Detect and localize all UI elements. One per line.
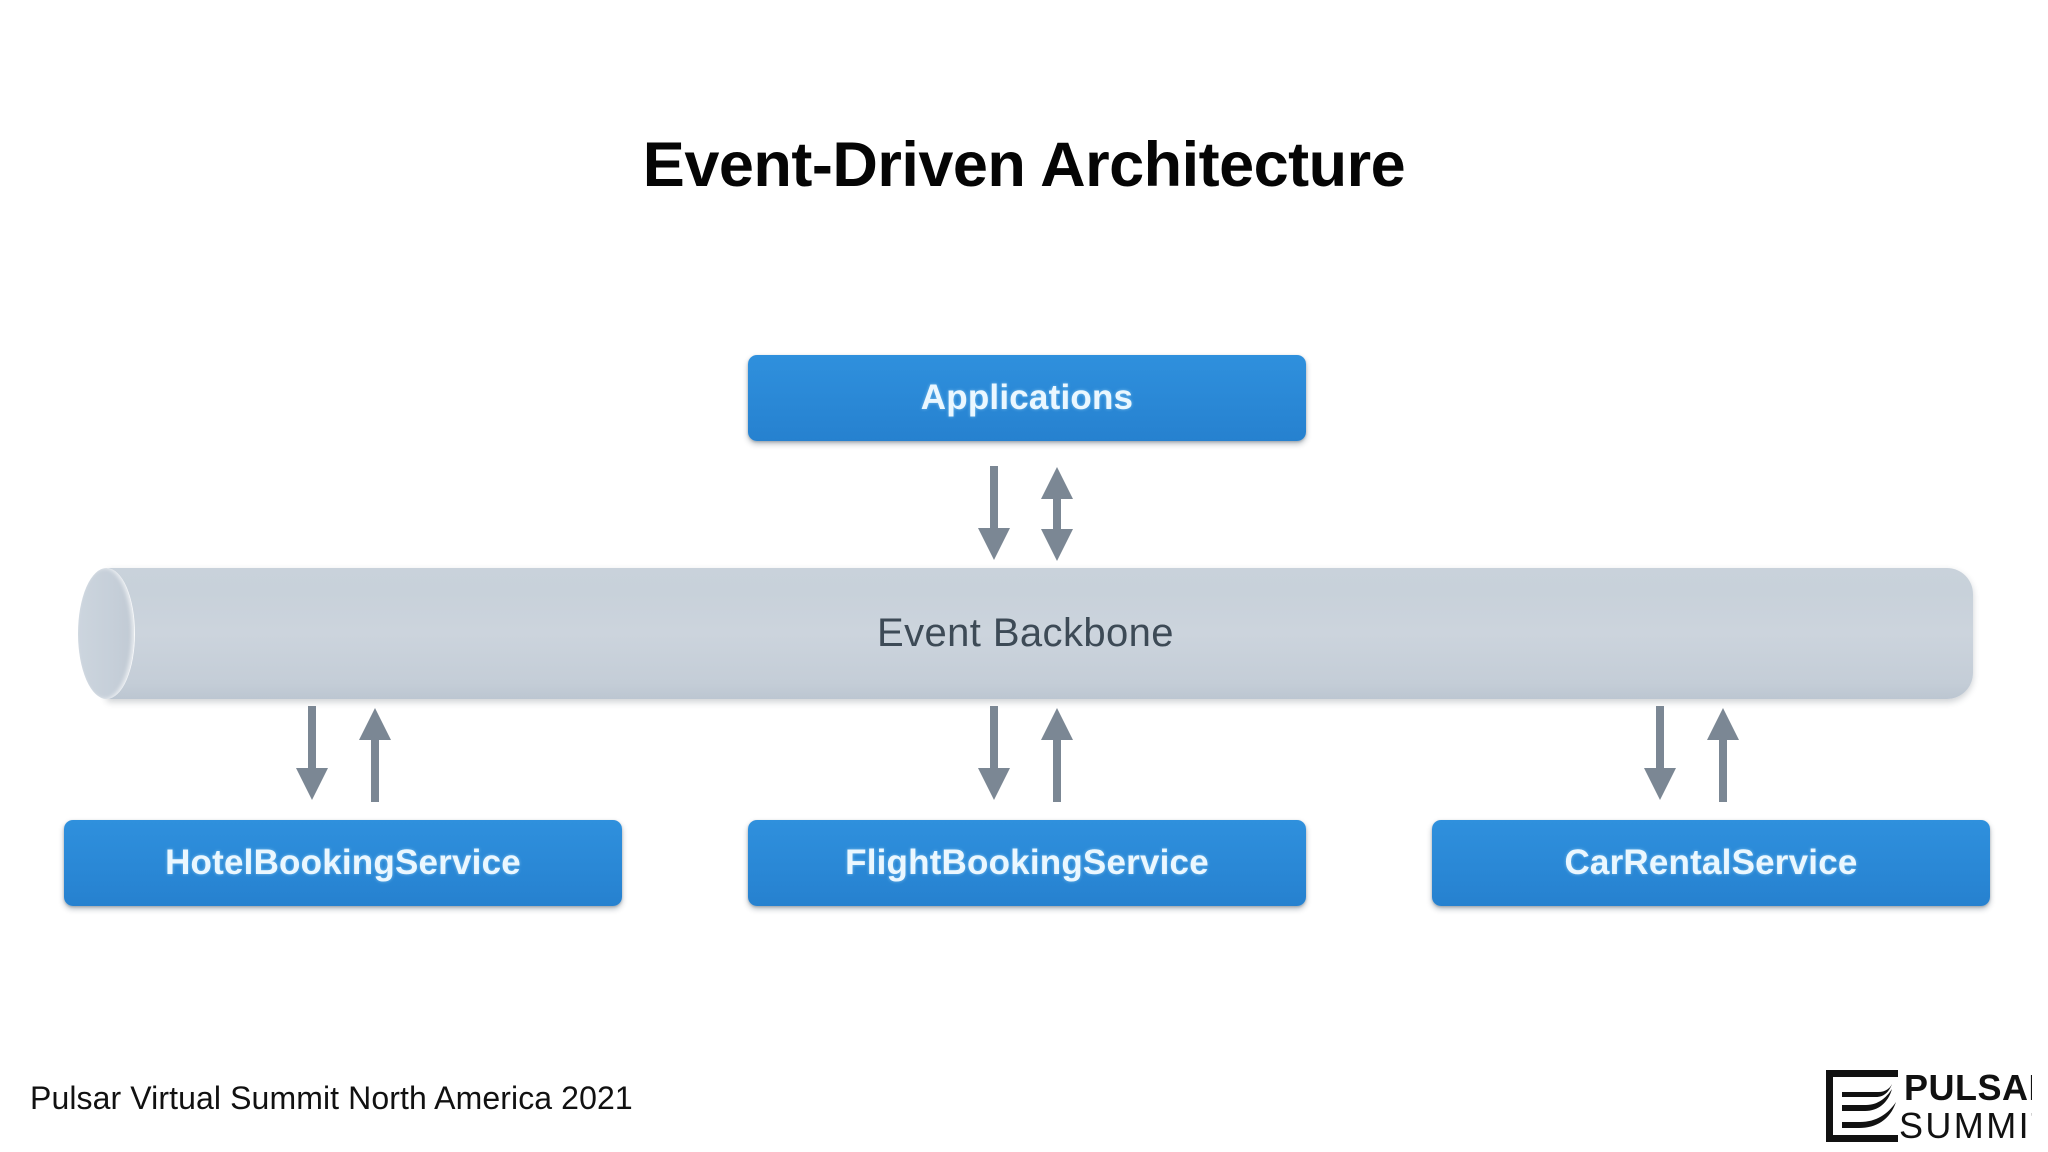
node-car-rental-service[interactable]: CarRentalService <box>1432 820 1990 906</box>
node-applications[interactable]: Applications <box>748 355 1306 441</box>
node-flight-booking-service[interactable]: FlightBookingService <box>748 820 1306 906</box>
arrow-down-icon-applications-to-backbone <box>977 466 1011 562</box>
page-title: Event-Driven Architecture <box>642 130 1406 200</box>
logo-word-summit: SUMMIT <box>1899 1105 2032 1146</box>
arrow-up-down-icon-backbone-to-applications <box>1040 466 1074 562</box>
arrow-down-icon-backbone-to-hotel <box>295 706 329 802</box>
arrow-up-icon-car-to-backbone <box>1706 706 1740 802</box>
arrow-up-icon-hotel-to-backbone <box>358 706 392 802</box>
logo-word-pulsar: PULSAR <box>1904 1067 2032 1108</box>
arrow-down-icon-backbone-to-flight <box>977 706 1011 802</box>
pulsar-summit-logo: PULSAR SUMMIT <box>1820 1064 2032 1148</box>
event-backbone-label: Event Backbone <box>877 611 1174 655</box>
node-flight-booking-service-label: FlightBookingService <box>845 843 1209 882</box>
node-applications-label: Applications <box>920 378 1134 417</box>
node-hotel-booking-service[interactable]: HotelBookingService <box>64 820 622 906</box>
cylinder-body <box>106 568 1973 699</box>
footer-event-text: Pulsar Virtual Summit North America 2021 <box>30 1080 633 1116</box>
arrow-up-icon-flight-to-backbone <box>1040 706 1074 802</box>
cylinder-left-cap <box>78 568 135 699</box>
node-hotel-booking-service-label: HotelBookingService <box>165 843 521 882</box>
arrow-down-icon-backbone-to-car <box>1643 706 1677 802</box>
pulsar-summit-mark-icon <box>1826 1070 1898 1142</box>
event-backbone-cylinder[interactable]: Event Backbone <box>78 568 1973 699</box>
node-car-rental-service-label: CarRentalService <box>1564 843 1858 882</box>
